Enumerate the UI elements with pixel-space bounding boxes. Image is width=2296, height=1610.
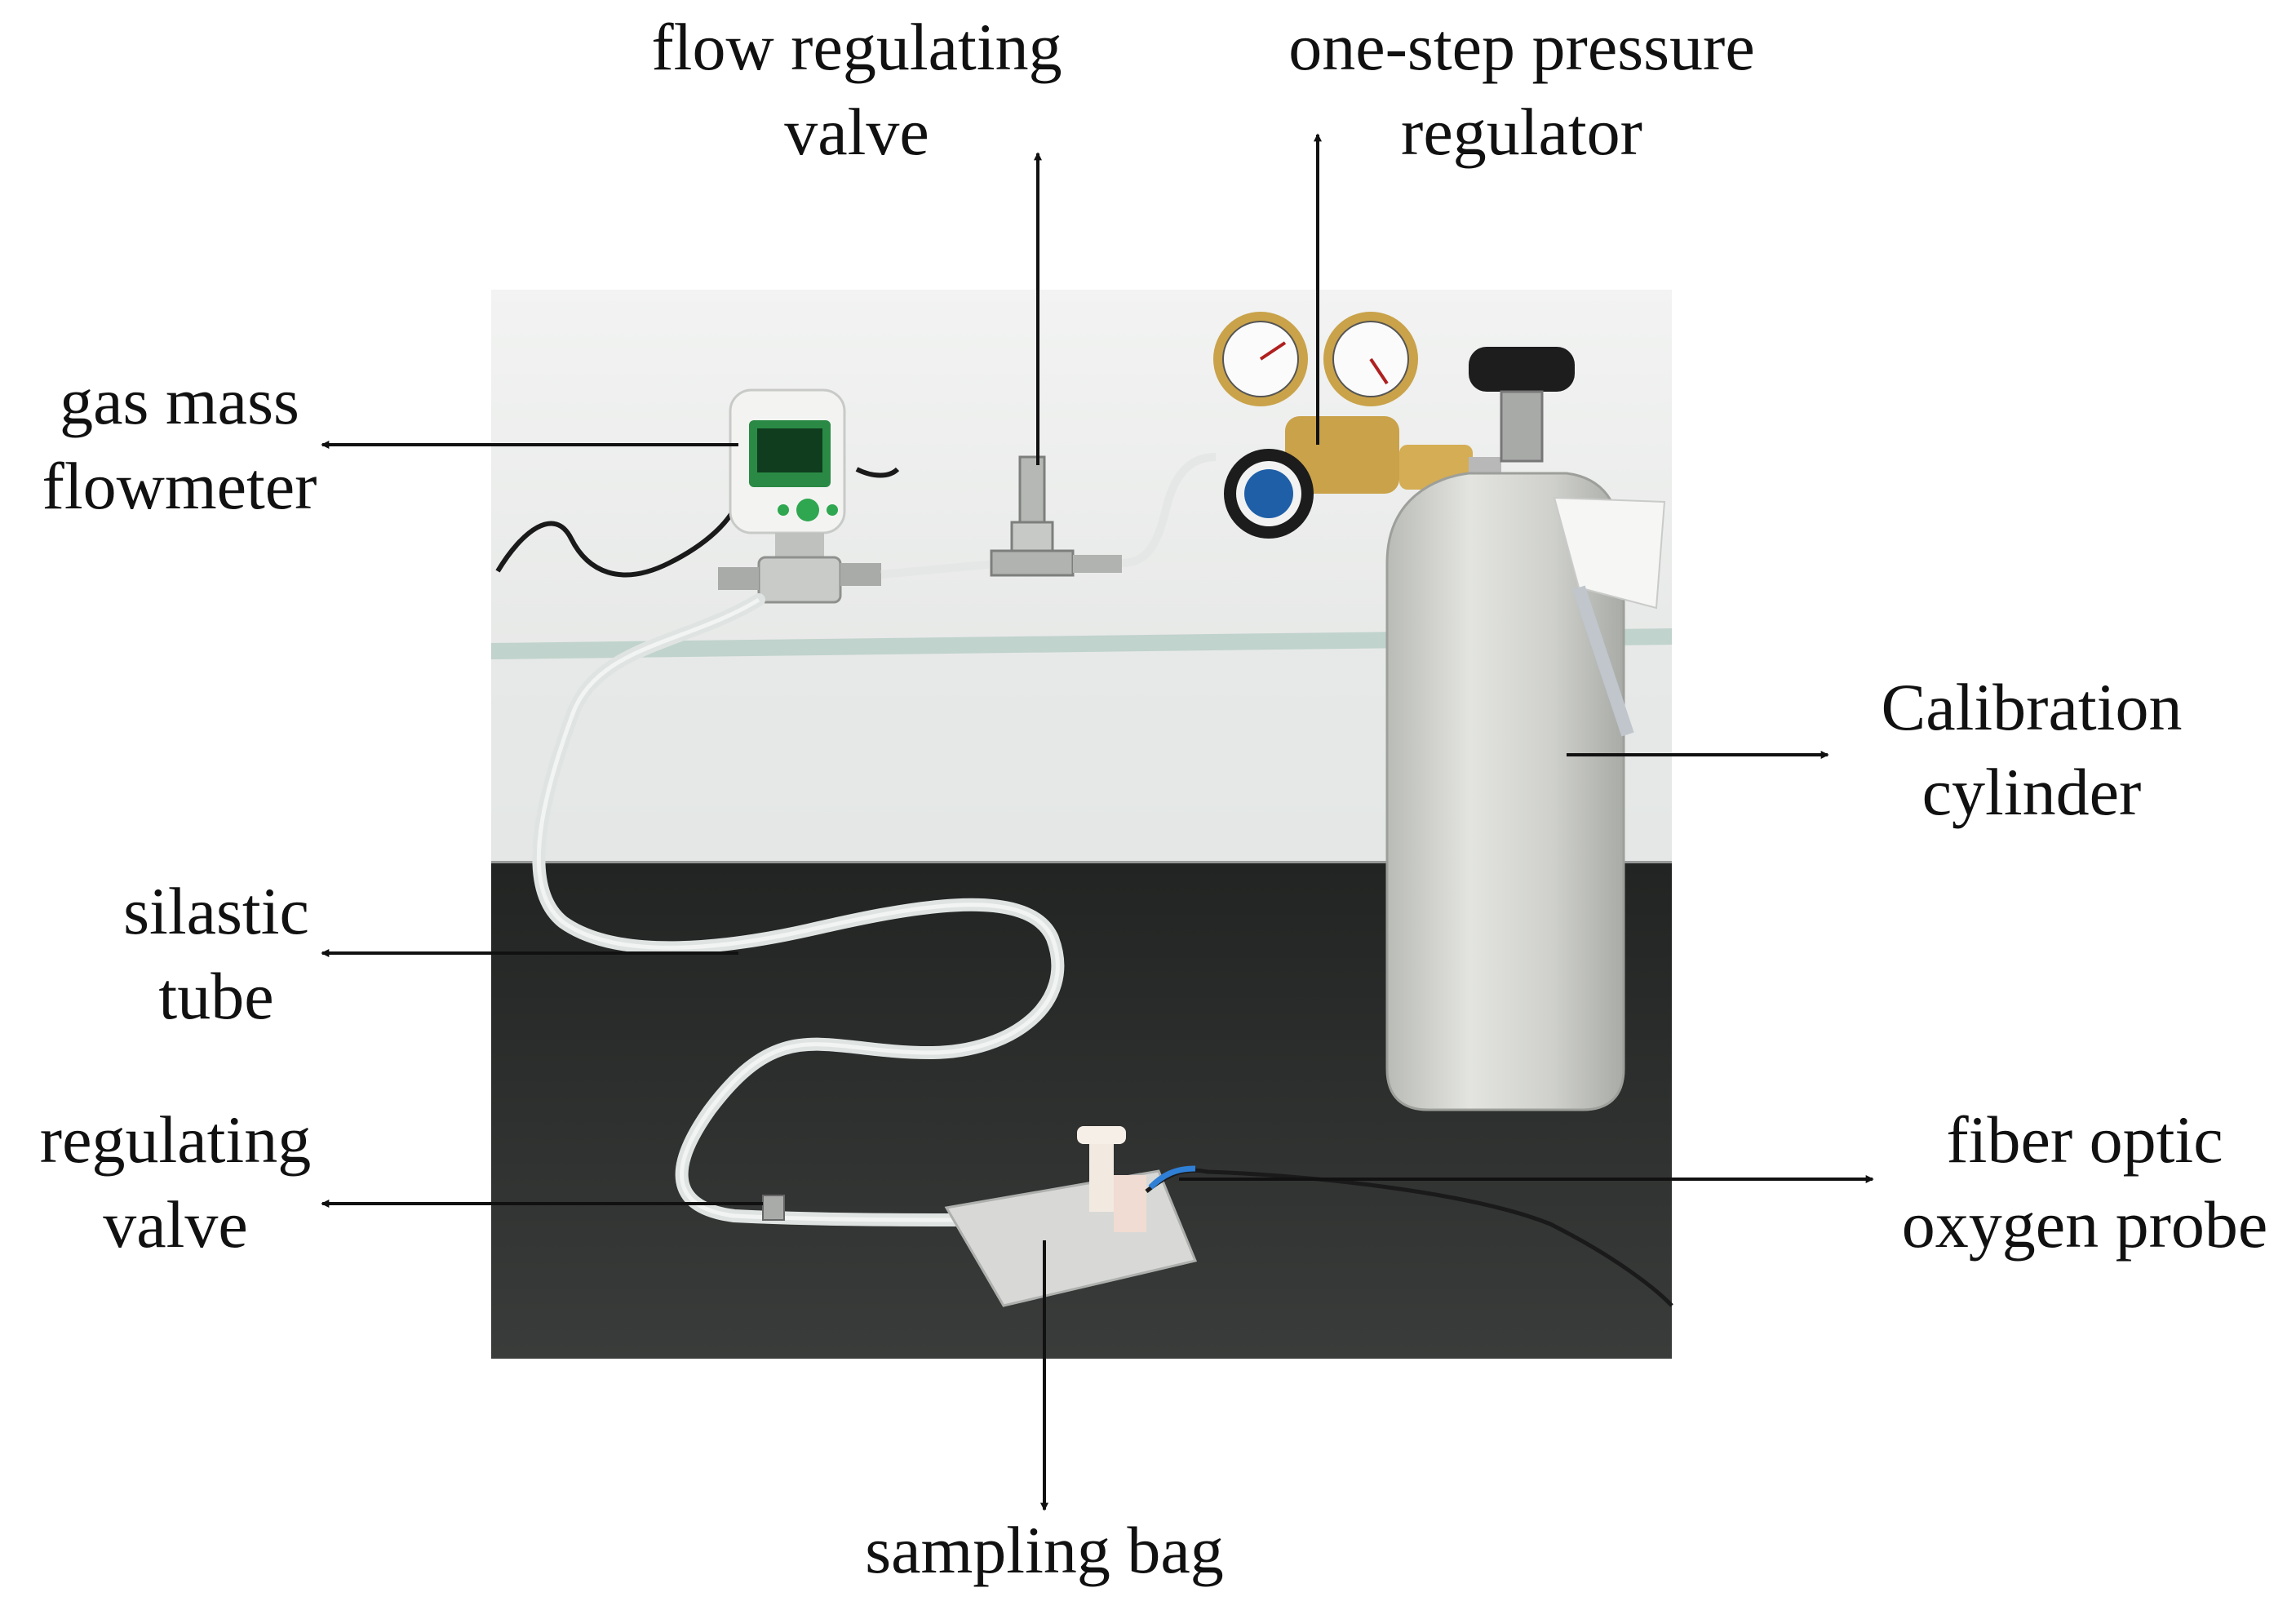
setup-photo (491, 290, 1673, 1359)
glass-shelf (491, 628, 1672, 659)
gas-mass-flowmeter (718, 388, 881, 604)
upper-tubing (880, 559, 1004, 579)
sampling-bag (944, 1126, 1198, 1307)
annotation-arrows (321, 133, 1874, 1511)
one-step-pressure-regulator (1213, 312, 1501, 539)
label-calibration-cylinder: Calibration cylinder (1881, 670, 2183, 829)
label-regulating-valve: regulating valve (39, 1102, 312, 1262)
label-gas-mass-flowmeter: gas mass flowmeter (42, 364, 317, 523)
label-silastic-tube: silastic tube (123, 874, 309, 1033)
label-fiber-optic-oxygen-probe: fiber optic oxygen probe (1901, 1102, 2268, 1262)
regulating-valve (762, 1195, 785, 1221)
calibration-cylinder (1385, 347, 1666, 1111)
power-cable (495, 489, 745, 578)
flow-regulating-valve (990, 455, 1122, 577)
label-sampling-bag: sampling bag (865, 1513, 1224, 1587)
label-one-step-pressure-regulator: one-step pressure regulator (1288, 10, 1755, 169)
label-flow-regulating-valve: flow regulating valve (651, 10, 1062, 169)
